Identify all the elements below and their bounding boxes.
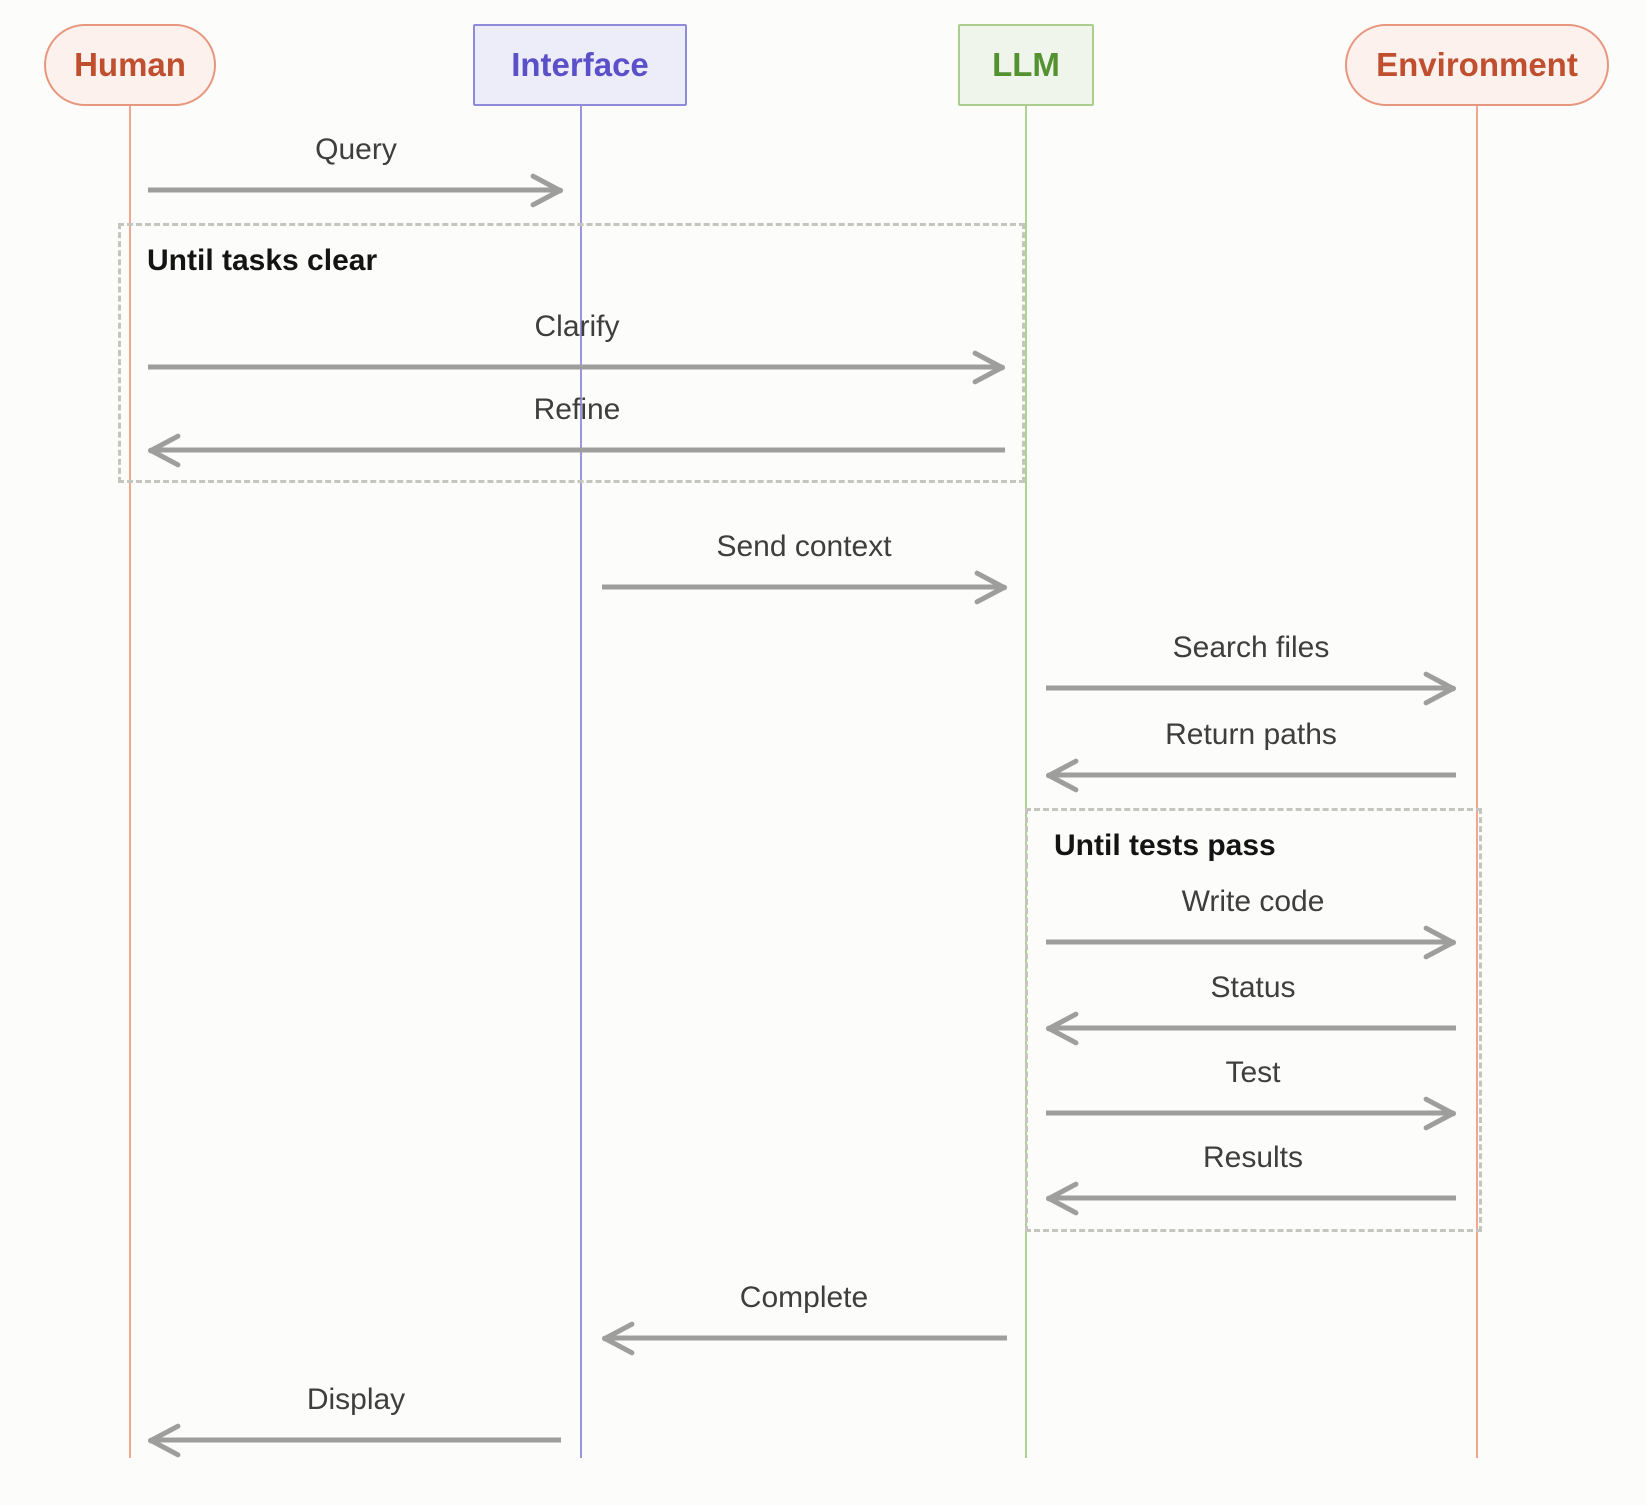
message-write-code-arrow xyxy=(1046,925,1456,959)
arrow-shaft xyxy=(1050,772,1456,778)
arrow-head-left-icon xyxy=(1046,1011,1084,1045)
arrow-head-left-icon xyxy=(1046,1181,1084,1215)
message-send-context-label: Send context xyxy=(716,530,892,563)
lifeline-environment xyxy=(1476,106,1478,1458)
message-return-paths-label: Return paths xyxy=(1165,718,1337,751)
message-status-label: Status xyxy=(1210,971,1296,1004)
loop-label-until-tests-pass: Until tests pass xyxy=(1054,829,1276,862)
arrow-shaft xyxy=(602,584,1003,590)
lifeline-human xyxy=(129,106,131,1458)
message-search-files-arrow xyxy=(1046,671,1456,705)
arrow-shaft xyxy=(1046,685,1452,691)
message-clarify-arrow xyxy=(148,350,1005,384)
lifeline-interface xyxy=(580,106,582,1458)
arrow-shaft xyxy=(1050,1025,1456,1031)
arrow-head-right-icon xyxy=(1418,925,1456,959)
arrow-shaft xyxy=(148,364,1001,370)
message-refine-label: Refine xyxy=(533,393,621,426)
message-query-arrow xyxy=(148,173,563,207)
message-clarify-label: Clarify xyxy=(534,310,620,343)
arrow-shaft xyxy=(152,447,1005,453)
arrow-shaft xyxy=(148,187,559,193)
arrow-shaft xyxy=(1046,1110,1452,1116)
arrow-head-left-icon xyxy=(602,1321,640,1355)
message-test-label: Test xyxy=(1225,1056,1281,1089)
arrow-shaft xyxy=(152,1437,561,1443)
message-complete-label: Complete xyxy=(739,1281,869,1314)
arrow-head-right-icon xyxy=(969,570,1007,604)
arrow-head-right-icon xyxy=(1418,1096,1456,1130)
message-status-arrow xyxy=(1046,1011,1456,1045)
message-send-context-arrow xyxy=(602,570,1007,604)
arrow-head-right-icon xyxy=(967,350,1005,384)
lifeline-llm xyxy=(1025,106,1027,1458)
arrow-head-left-icon xyxy=(148,1423,186,1457)
actor-llm: LLM xyxy=(958,24,1094,106)
arrow-head-left-icon xyxy=(148,433,186,467)
arrow-head-right-icon xyxy=(1418,671,1456,705)
loop-label-until-tasks-clear: Until tasks clear xyxy=(147,244,378,277)
message-refine-arrow xyxy=(148,433,1005,467)
message-complete-arrow xyxy=(602,1321,1007,1355)
actor-environment: Environment xyxy=(1345,24,1609,106)
actor-interface: Interface xyxy=(473,24,687,106)
arrow-shaft xyxy=(1050,1195,1456,1201)
arrow-head-right-icon xyxy=(525,173,563,207)
message-results-arrow xyxy=(1046,1181,1456,1215)
loop-box-until-tests-pass: Until tests pass xyxy=(1025,808,1482,1232)
message-query-label: Query xyxy=(315,133,397,166)
message-display-arrow xyxy=(148,1423,561,1457)
actor-human: Human xyxy=(44,24,216,106)
message-display-label: Display xyxy=(306,1383,406,1416)
message-return-paths-arrow xyxy=(1046,758,1456,792)
loop-box-until-tasks-clear: Until tasks clear xyxy=(118,223,1025,483)
message-results-label: Results xyxy=(1202,1141,1304,1174)
arrow-shaft xyxy=(606,1335,1007,1341)
message-write-code-label: Write code xyxy=(1181,885,1325,918)
message-search-files-label: Search files xyxy=(1172,631,1330,664)
arrow-shaft xyxy=(1046,939,1452,945)
message-test-arrow xyxy=(1046,1096,1456,1130)
arrow-head-left-icon xyxy=(1046,758,1084,792)
